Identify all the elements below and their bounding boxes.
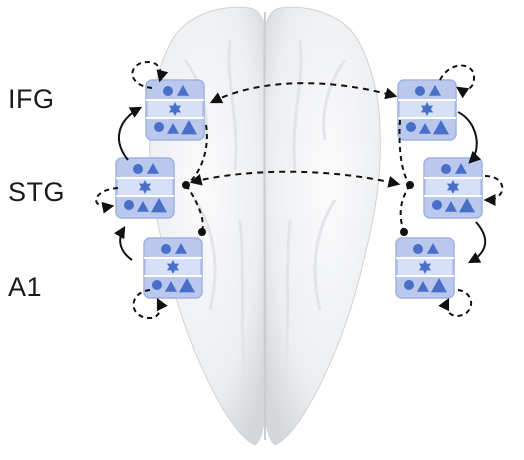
star-icon: [168, 102, 182, 116]
self-loop-right-stg: [483, 175, 504, 206]
module-right-a1: [395, 237, 455, 299]
triangle-icon: [455, 163, 467, 174]
circle-icon: [432, 200, 442, 210]
module-right-ifg: [397, 79, 457, 141]
triangle-icon: [419, 123, 431, 134]
triangle-icon: [147, 163, 159, 174]
self-loop-right-a1: [438, 289, 473, 318]
triangle-icon: [179, 278, 195, 293]
module-right-stg: [423, 157, 483, 219]
junction-dot: [406, 181, 414, 189]
self-loop-left-a1: [132, 289, 168, 320]
junction-dot: [400, 228, 408, 236]
triangle-icon: [433, 120, 449, 135]
triangle-icon: [151, 198, 167, 213]
star-icon: [446, 180, 460, 194]
self-loop-right-ifg: [439, 64, 476, 99]
right-stg-to-a1: [467, 221, 486, 264]
self-loop-left-ifg: [131, 60, 169, 89]
circle-icon: [404, 280, 414, 290]
triangle-icon: [431, 278, 447, 293]
right-ifg-to-stg: [457, 111, 482, 164]
triangle-icon: [175, 243, 187, 254]
module-left-a1: [143, 237, 203, 299]
circle-icon: [415, 86, 425, 96]
triangle-icon: [417, 281, 429, 292]
label-stg: STG: [8, 177, 66, 207]
star-icon: [166, 260, 180, 274]
left-stg-to-ifg: [118, 106, 143, 161]
longitudinal-fissure: [263, 11, 267, 441]
junction-dot: [198, 228, 206, 236]
triangle-icon: [167, 123, 179, 134]
triangle-icon: [459, 198, 475, 213]
connections: [95, 60, 504, 320]
star-icon: [420, 102, 434, 116]
circle-icon: [133, 164, 143, 174]
triangle-icon: [181, 120, 197, 135]
circle-icon: [413, 244, 423, 254]
label-ifg: IFG: [8, 84, 55, 114]
self-loop-left-stg: [95, 187, 119, 214]
junction-dots: [182, 181, 414, 236]
triangle-icon: [165, 281, 177, 292]
circle-icon: [406, 122, 416, 132]
circle-icon: [163, 86, 173, 96]
right-stg-to-a1-dashed: [399, 184, 411, 233]
label-a1: A1: [8, 272, 43, 302]
star-icon: [138, 180, 152, 194]
triangle-icon: [137, 201, 149, 212]
module-left-stg: [115, 157, 175, 219]
module-left-ifg: [145, 79, 205, 141]
circle-icon: [161, 244, 171, 254]
triangle-icon: [429, 85, 441, 96]
circle-icon: [154, 122, 164, 132]
circle-icon: [124, 200, 134, 210]
left-ifg-to-stg-dashed: [185, 124, 208, 186]
triangle-icon: [177, 85, 189, 96]
left-a1-to-stg: [113, 225, 133, 261]
interhemispheric-stg: [189, 170, 401, 188]
circle-icon: [441, 164, 451, 174]
triangle-icon: [445, 201, 457, 212]
circle-icon: [152, 280, 162, 290]
star-icon: [418, 260, 432, 274]
right-ifg-to-stg-dashed: [398, 119, 411, 186]
junction-dot: [182, 181, 190, 189]
triangle-icon: [427, 243, 439, 254]
